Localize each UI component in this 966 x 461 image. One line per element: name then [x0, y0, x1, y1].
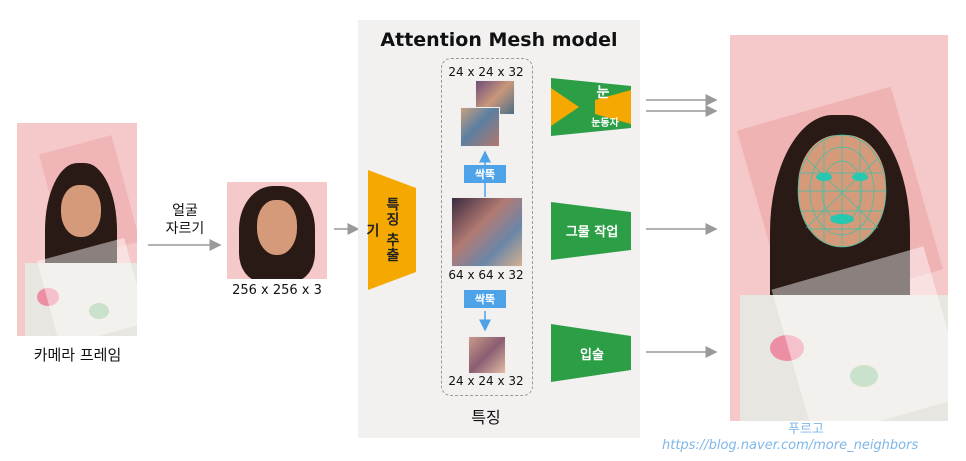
- bottom-feature-size: 24 x 24 x 32: [448, 374, 524, 388]
- feature-extractor-shape: [368, 170, 416, 290]
- eyes-label: 눈: [596, 85, 610, 101]
- mid-feature-map: [451, 197, 523, 267]
- lips-label: 입술: [580, 348, 604, 363]
- mid-feature-size: 64 x 64 x 32: [448, 268, 524, 282]
- features-group-label: 특징: [471, 408, 501, 427]
- top-feature-map-front: [460, 107, 500, 147]
- blue-arrows: [479, 150, 491, 332]
- top-feature-size: 24 x 24 x 32: [448, 65, 524, 79]
- output-mesh-photo: [730, 35, 948, 421]
- watermark-name: 푸르고: [788, 422, 824, 437]
- watermark-url: https://blog.naver.com/more_neighbors: [662, 438, 919, 453]
- crop-tag-bottom: 싹뚝: [464, 290, 506, 308]
- contour-label: 그물 작업: [565, 225, 619, 240]
- bottom-feature-map: [468, 336, 506, 374]
- lips-head-shape: [551, 324, 631, 382]
- crop-label-line2: 자르기: [165, 221, 205, 237]
- model-title: Attention Mesh model: [380, 29, 618, 51]
- iris-label: 눈동자: [591, 118, 619, 129]
- features-group: [441, 58, 533, 396]
- crop-label-line1: 얼굴: [172, 203, 198, 219]
- face-mesh-overlay: [797, 134, 887, 248]
- crop-tag-top: 싹뚝: [464, 165, 506, 183]
- feature-extractor-label: 특징 추출기: [364, 197, 400, 263]
- camera-frame-photo: [17, 123, 137, 336]
- cropped-size-label: 256 x 256 x 3: [232, 283, 322, 298]
- contour-head-shape: [551, 202, 631, 260]
- camera-frame-label: 카메라 프레임: [33, 346, 122, 364]
- eyes-head-shape: [551, 78, 631, 136]
- cropped-face-photo: [227, 182, 327, 279]
